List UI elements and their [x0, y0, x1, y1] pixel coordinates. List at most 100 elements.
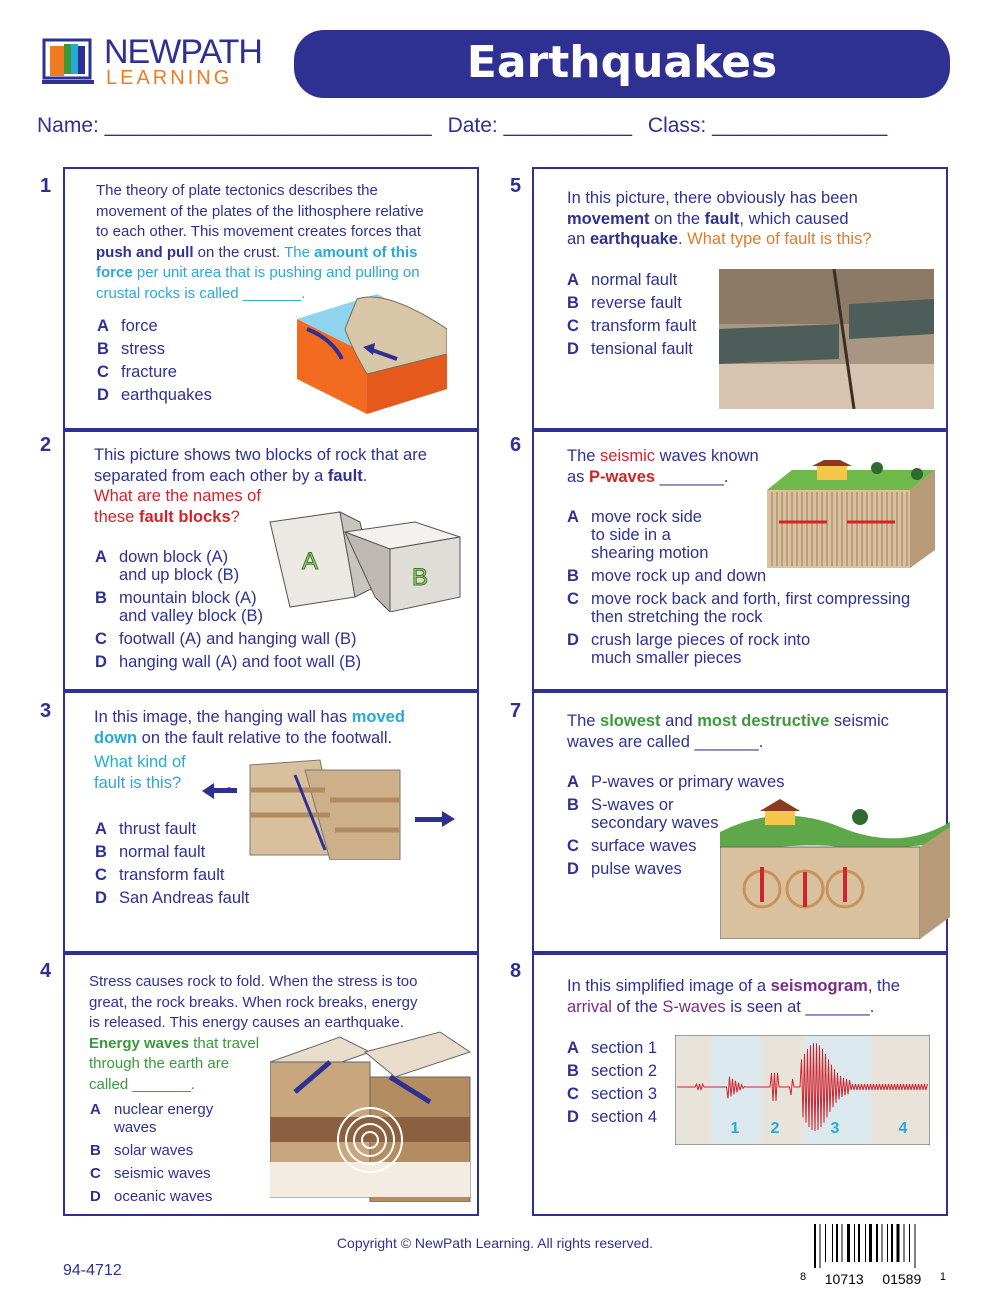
option-text: oceanic waves: [114, 1188, 213, 1205]
prompt-paragraph: In this simplified image of a seismogram…: [567, 976, 900, 1017]
prompt-text: seismic: [600, 447, 656, 465]
prompt-text: of the: [611, 997, 663, 1016]
question-1-panel: The theory of plate tectonics describes …: [63, 167, 479, 430]
prompt-text: P-waves: [589, 467, 656, 486]
answer-option-b[interactable]: B S-waves or secondary waves: [567, 796, 784, 832]
class-field[interactable]: Class: _______________: [647, 114, 888, 137]
question-number: 6: [510, 434, 522, 456]
prompt-paragraph: In this image, the hanging wall has move…: [94, 707, 405, 748]
date-field[interactable]: Date: ___________: [447, 114, 633, 137]
prompt-text: movement: [567, 209, 650, 228]
option-letter: B: [567, 1062, 579, 1080]
prompt-paragraph: Stress causes rock to fold. When the str…: [89, 972, 417, 1095]
option-letter: C: [95, 630, 107, 648]
option-text: section 4: [591, 1108, 658, 1126]
prompt-text: fault: [327, 466, 363, 485]
option-letter: C: [90, 1165, 101, 1182]
prompt-text: arrival: [567, 997, 612, 1016]
surface-waves-illustration: [719, 797, 950, 940]
prompt-text: This picture shows two blocks of rock th…: [94, 446, 427, 485]
prompt-text: ?: [230, 507, 240, 526]
option-letter: B: [567, 294, 579, 312]
option-letter: A: [95, 820, 107, 838]
option-text: section 2: [591, 1062, 658, 1080]
newpath-logo: NEWPATH LEARNING: [42, 34, 277, 90]
prompt-text: waves known as: [567, 447, 759, 486]
prompt-paragraph: What kind of fault is this?: [94, 752, 405, 793]
option-text: S-waves or secondary waves: [591, 796, 719, 832]
prompt-text: on the fault relative to the footwall.: [137, 728, 393, 747]
prompt-text: fault: [704, 209, 740, 228]
prompt-text: most destructive: [697, 712, 830, 730]
energy-waves-illustration: [268, 1022, 475, 1203]
fault-photo-illustration: [719, 268, 934, 410]
prompt-text: that travel through the earth are called…: [89, 1034, 260, 1093]
option-text: thrust fault: [119, 820, 197, 838]
prompt-text: , the: [867, 977, 900, 995]
question-3-panel: In this image, the hanging wall has move…: [63, 691, 479, 953]
option-letter: B: [95, 589, 107, 607]
question-prompt: The slowest and most destructive seismic…: [567, 711, 889, 756]
prompt-text: on the: [649, 209, 705, 228]
copyright: Copyright © NewPath Learning. All rights…: [336, 1235, 654, 1251]
option-text: pulse waves: [591, 860, 682, 878]
question-4-panel: Stress causes rock to fold. When the str…: [63, 953, 479, 1216]
option-letter: A: [90, 1101, 101, 1118]
option-text: section 1: [591, 1039, 658, 1057]
option-letter: B: [90, 1142, 101, 1159]
option-text: P-waves or primary waves: [591, 773, 785, 791]
prompt-text: The: [567, 447, 601, 465]
option-letter: B: [567, 796, 579, 814]
option-text: surface waves: [591, 837, 697, 855]
seismogram-trace: [677, 1043, 928, 1132]
prompt-text: moved down: [94, 708, 405, 747]
question-prompt: The theory of plate tectonics describes …: [96, 181, 424, 308]
option-text: fracture: [121, 363, 177, 381]
prompt-text: earthquake: [589, 230, 678, 248]
prompt-text: In this picture, there obviously has bee…: [567, 189, 858, 207]
prompt-text: Stress causes rock to fold. When the str…: [89, 973, 418, 1031]
name-field[interactable]: Name: ____________________________: [37, 114, 432, 137]
option-text: normal fault: [119, 843, 206, 861]
option-letter: A: [567, 1039, 579, 1057]
option-letter: C: [95, 866, 107, 884]
